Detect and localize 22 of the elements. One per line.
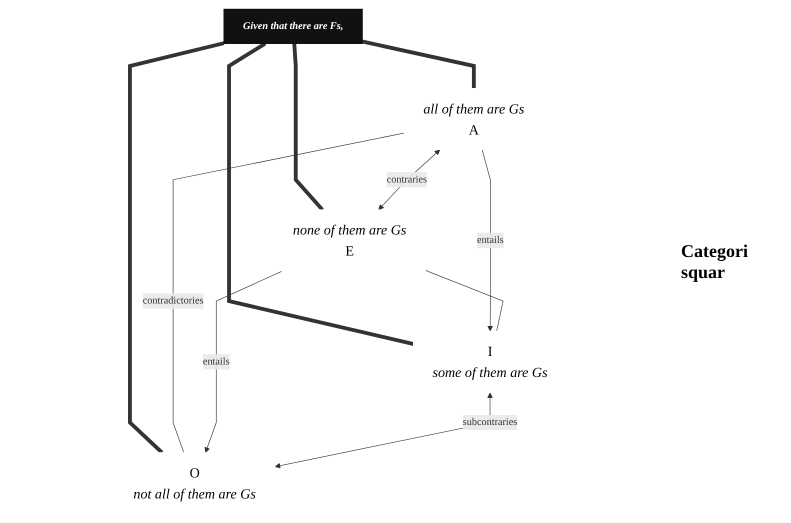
- arrow: [482, 149, 494, 332]
- note-text: Categori: [681, 240, 749, 262]
- edge-label: entails: [202, 356, 230, 367]
- edge-label: subcontraries: [462, 416, 518, 428]
- connector: [128, 41, 224, 454]
- edge-label: entails: [476, 234, 504, 246]
- arrow: [204, 270, 283, 453]
- arrow: [378, 150, 440, 210]
- note-text: squar: [681, 262, 726, 282]
- connector: [292, 44, 324, 212]
- connector: [425, 270, 504, 332]
- connector: [227, 42, 414, 346]
- node-text: O not all of them are Gs: [133, 464, 256, 502]
- square-of-opposition-diagram: contraries entails contradictories entails subcontraries Given that there are Fs, all of them are Gs A none of them are Gs E I some of them are Gs O not all of them are Gs: [0, 4, 681, 519]
- node-text: none of them are Gs E: [292, 222, 406, 259]
- edge-label: contradictories: [142, 295, 204, 306]
- connector: [362, 40, 476, 88]
- connector: [172, 132, 404, 453]
- node-box: [224, 8, 363, 44]
- node-text: I some of them are Gs: [432, 343, 548, 380]
- node-text: all of them are Gs A: [423, 100, 524, 138]
- edge-label: contraries: [386, 174, 428, 185]
